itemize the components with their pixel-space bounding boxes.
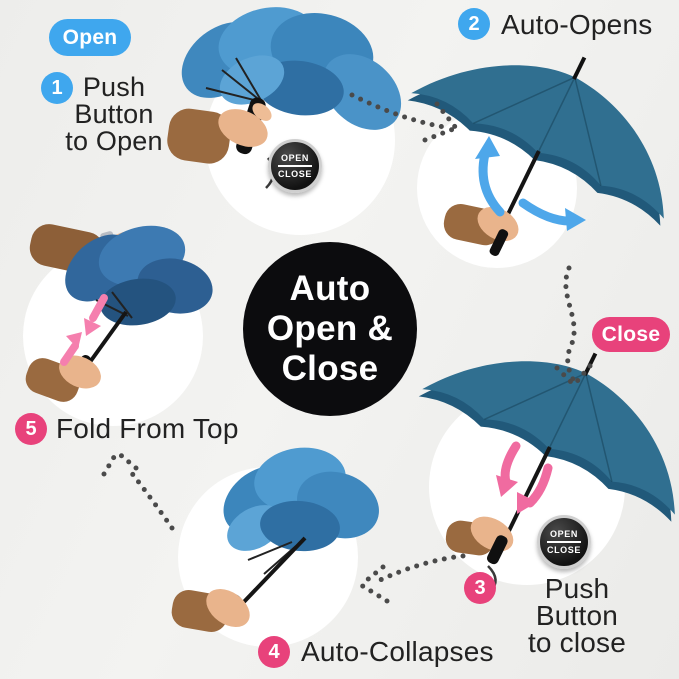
open-close-button-badge-2: OPEN CLOSE xyxy=(537,515,591,569)
title-line-3: Close xyxy=(281,349,379,388)
badge-open-text: OPEN xyxy=(281,153,309,163)
open-close-button-badge-1: OPEN CLOSE xyxy=(268,139,322,193)
shaft xyxy=(88,310,128,364)
close-badge: Close xyxy=(592,317,670,352)
hand xyxy=(206,588,250,628)
dotted-arrow-2-3 xyxy=(563,265,577,384)
shaft xyxy=(238,536,307,608)
step-1-line-2: Button xyxy=(74,99,154,129)
step-4-number: 4 xyxy=(258,636,290,668)
folded-umbrella-step4 xyxy=(171,447,379,633)
dotted-arrow-3-4 xyxy=(373,553,466,585)
step-2-number: 2 xyxy=(458,8,490,40)
step-2-label: Auto-Opens xyxy=(501,9,653,40)
fold-arrow-up-icon xyxy=(60,342,79,366)
step-3-number: 3 xyxy=(464,572,496,604)
step-3-line-1: Push Button xyxy=(535,573,619,631)
umbrella-handle xyxy=(489,229,509,257)
step-5-number: 5 xyxy=(15,413,47,445)
step-1-line-3: to Open xyxy=(65,126,163,156)
title-line-2: Open & xyxy=(266,309,394,348)
dotted-arrow-1-2 xyxy=(349,92,453,131)
step-3-label: Push Button to close xyxy=(502,573,652,658)
dotted-arrow-4-5 xyxy=(124,464,175,531)
step-3-line-2: to close xyxy=(527,627,627,658)
hand-bottom xyxy=(59,355,101,389)
step-4-label: Auto-Collapses xyxy=(301,636,494,667)
fold-arrow-down-icon xyxy=(89,294,108,322)
step-1-label: Push Button to Open xyxy=(58,74,170,155)
badge-open-text: OPEN xyxy=(550,529,578,539)
open-badge: Open xyxy=(49,19,131,56)
dotted-flow-arrows xyxy=(101,92,593,604)
sleeve xyxy=(167,108,231,164)
open-umbrella-step3 xyxy=(418,352,675,593)
badge-divider xyxy=(547,541,581,543)
open-umbrella-step2 xyxy=(407,56,664,257)
auto-open-close-title: Auto Open & Close xyxy=(243,242,417,416)
folded-umbrella-step5 xyxy=(25,224,213,402)
badge-close-text: CLOSE xyxy=(277,169,312,179)
badge-divider xyxy=(278,165,312,167)
badge-close-text: CLOSE xyxy=(546,545,581,555)
umbrella-handle xyxy=(487,535,508,565)
ferrule xyxy=(572,56,587,80)
step-1-line-1: Push xyxy=(82,72,146,102)
title-line-1: Auto xyxy=(289,269,371,308)
hand xyxy=(218,109,268,147)
step-5-label: Fold From Top xyxy=(56,413,239,444)
shaft xyxy=(502,150,541,222)
step-1-number: 1 xyxy=(41,72,73,104)
folded-umbrella-step1 xyxy=(167,7,402,189)
hand xyxy=(477,206,519,242)
